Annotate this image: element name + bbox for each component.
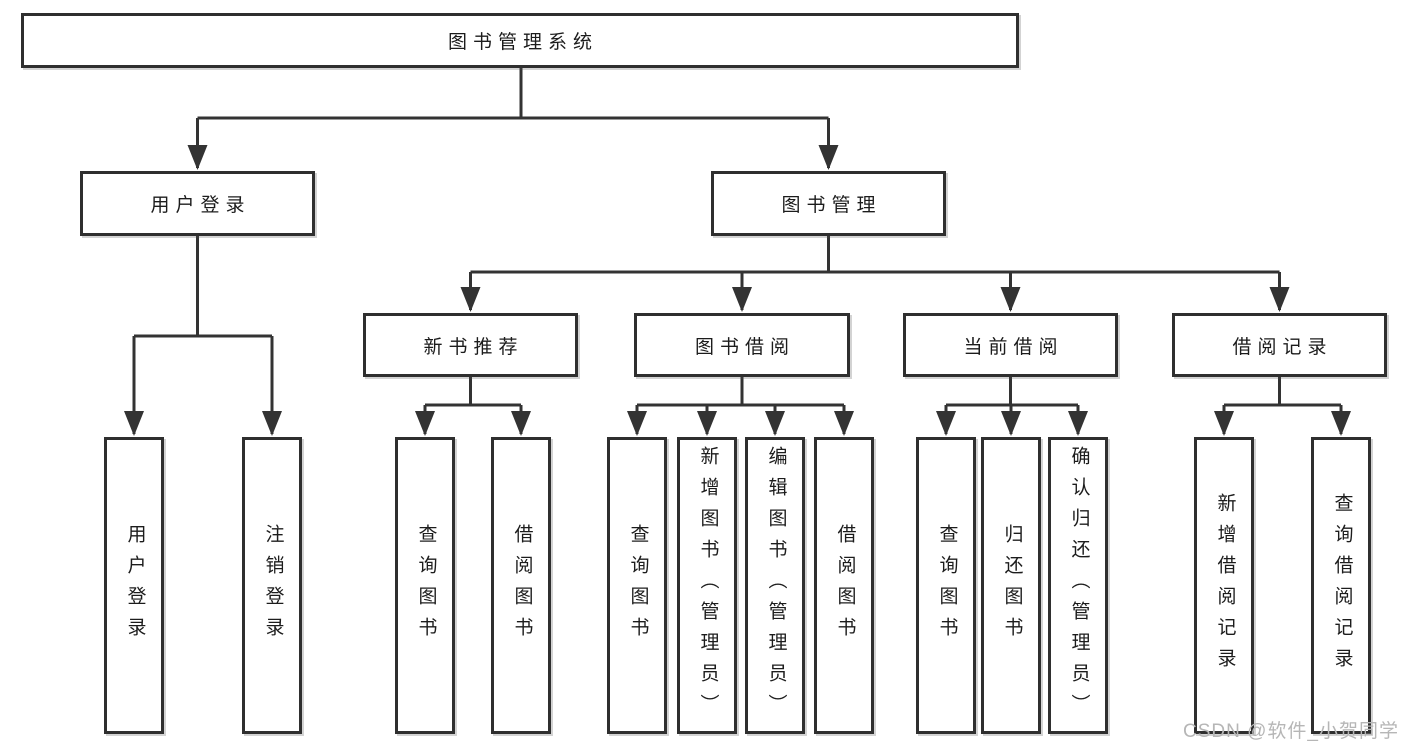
node-book-borrow: 图书借阅 [634,313,850,377]
leaf-label: 注销登录 [262,523,284,648]
csdn-watermark: CSDN @软件_小贺同学 [1183,721,1399,742]
leaf-label: 新增借阅记录 [1214,492,1236,679]
tree-edges [132,68,1343,434]
node-label: 图书管理 [781,195,882,216]
node-borrow-records: 借阅记录 [1172,313,1387,377]
node-label: 图书借阅 [694,336,795,358]
leaf-label: 确认归还（管理员） [1068,446,1090,725]
leaf-borrow-books: 借阅图书 [814,437,874,734]
leaf-confirm-return-admin: 确认归还（管理员） [1048,437,1108,734]
leaf-query-borrow-record: 查询借阅记录 [1311,437,1371,734]
leaf-query-books-borrow: 查询图书 [607,437,667,734]
leaf-edit-book-admin: 编辑图书（管理员） [745,437,805,734]
leaf-return-books: 归还图书 [981,437,1041,734]
leaf-add-borrow-record: 新增借阅记录 [1194,437,1254,734]
leaf-label: 查询借阅记录 [1331,492,1353,679]
leaf-query-books-recommend: 查询图书 [395,437,455,734]
node-label: 图书管理系统 [447,32,598,53]
node-current-borrow: 当前借阅 [903,313,1118,377]
leaf-logout: 注销登录 [242,437,302,734]
node-label: 当前借阅 [963,336,1064,358]
leaf-query-books-current: 查询图书 [916,437,976,734]
leaf-label: 编辑图书（管理员） [765,446,787,725]
leaf-label: 查询图书 [936,523,958,648]
node-label: 用户登录 [150,195,251,216]
leaf-add-book-admin: 新增图书（管理员） [677,437,737,734]
leaf-borrow-books-recommend: 借阅图书 [491,437,551,734]
leaf-user-login: 用户登录 [104,437,164,734]
node-book-management: 图书管理 [711,171,946,236]
leaf-label: 用户登录 [124,523,146,648]
leaf-label: 归还图书 [1001,523,1023,648]
node-new-book-recommend: 新书推荐 [363,313,578,377]
arrowheads [124,145,1351,436]
node-label: 借阅记录 [1232,336,1333,358]
leaf-label: 查询图书 [415,523,437,648]
leaf-label: 借阅图书 [834,523,856,648]
node-label: 新书推荐 [423,336,524,358]
node-user-login: 用户登录 [80,171,315,236]
leaf-label: 借阅图书 [511,523,533,648]
node-root-system: 图书管理系统 [21,13,1019,68]
leaf-label: 新增图书（管理员） [697,446,719,725]
leaf-label: 查询图书 [627,523,649,648]
